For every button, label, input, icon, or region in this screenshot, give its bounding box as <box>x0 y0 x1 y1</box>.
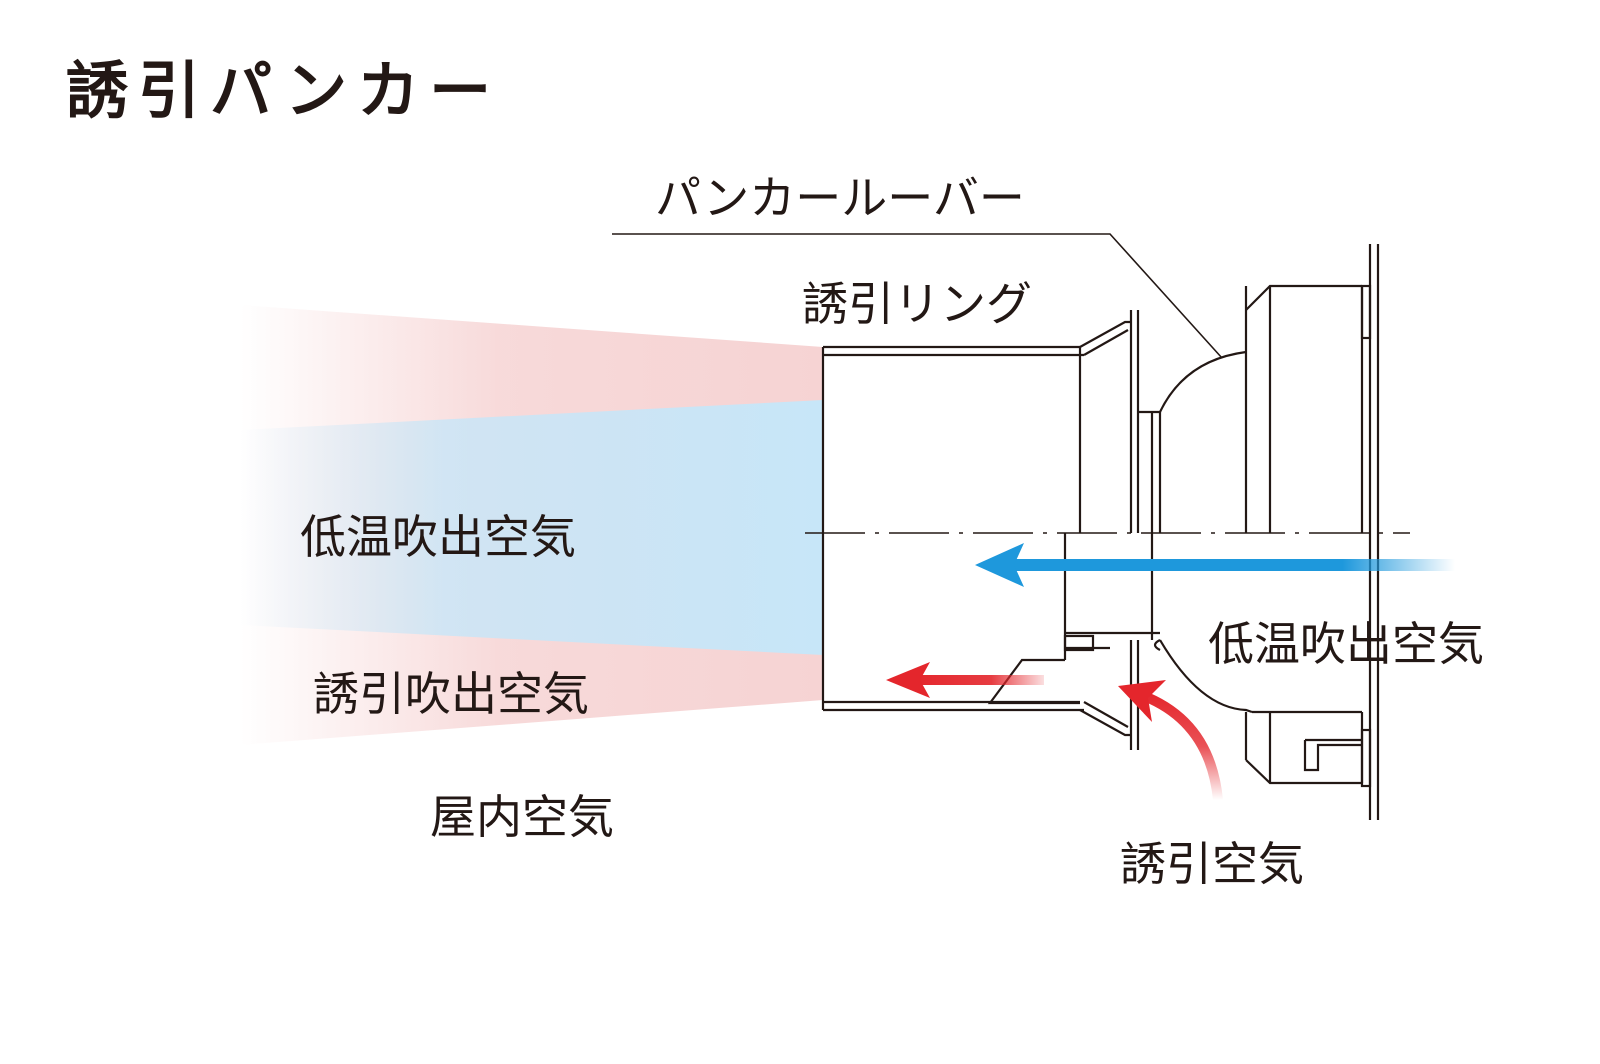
flow-arrows <box>886 543 1455 801</box>
induced-outlet-air-label: 誘引吹出空気 <box>313 667 589 721</box>
room-air-label: 屋内空気 <box>430 790 614 844</box>
page-title: 誘引パンカー <box>66 54 501 127</box>
induction-ring-label: 誘引リング <box>802 277 1032 331</box>
cold-plume <box>240 400 823 655</box>
induced-air-label: 誘引空気 <box>1120 837 1304 891</box>
punkah-device <box>805 244 1410 820</box>
cold-outlet-air-right-label: 低温吹出空気 <box>1208 617 1484 671</box>
punkah-louver-label: パンカールーバー <box>655 171 1025 225</box>
induced-intake-arrow-icon <box>1118 680 1223 801</box>
induction-ring-drawing <box>821 310 1140 750</box>
induced-outlet-arrow-icon <box>886 662 1044 698</box>
punkah-louver-leader <box>612 233 1223 359</box>
ceiling-panel-drawing <box>1360 244 1380 820</box>
louver-ball-drawing <box>987 350 1253 714</box>
cold-outlet-air-left-label: 低温吹出空気 <box>300 510 576 564</box>
housing-drawing <box>1244 284 1364 785</box>
cold-arrow-icon <box>975 543 1455 587</box>
air-plumes <box>240 305 823 745</box>
labels: パンカールーバー 誘引リング 低温吹出空気 低温吹出空気 誘引吹出空気 屋内空気… <box>300 171 1484 891</box>
